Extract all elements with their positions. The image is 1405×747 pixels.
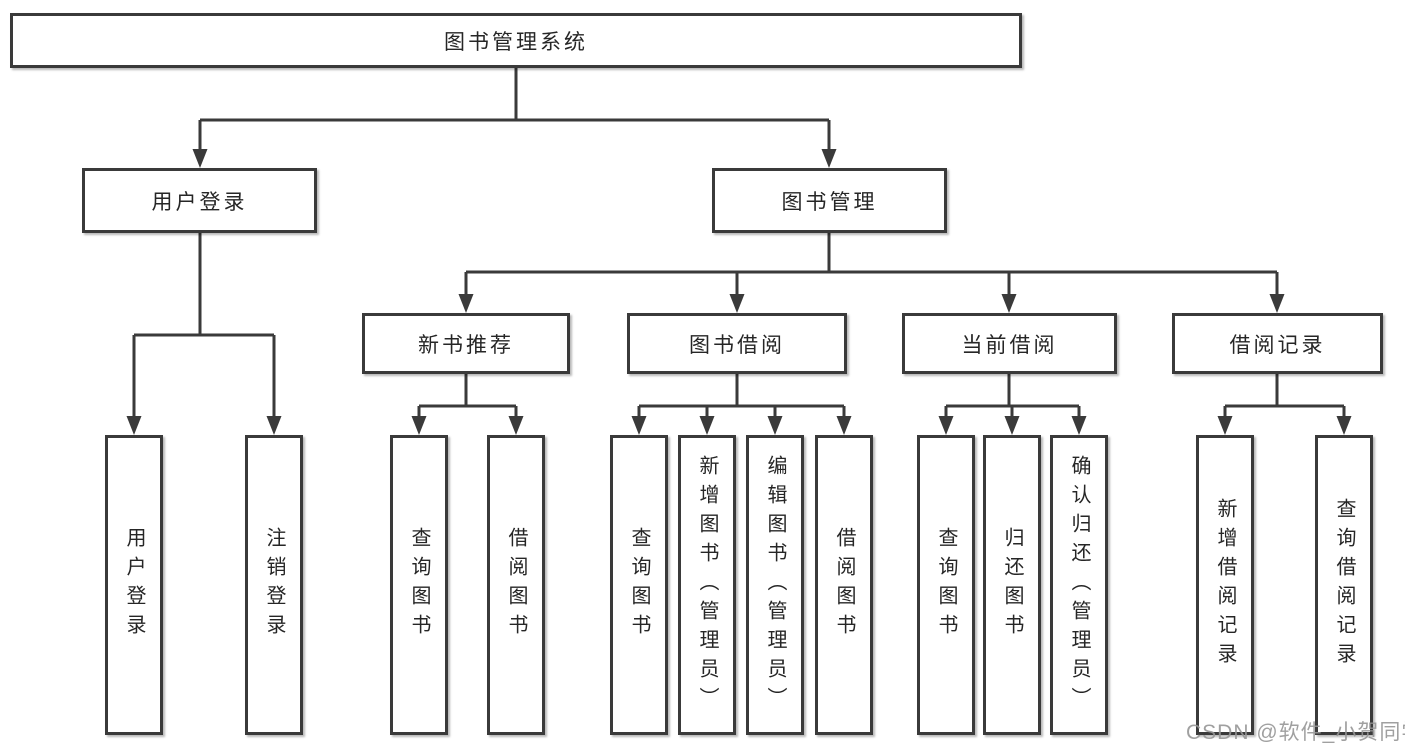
node-book-borrow-label: 图书借阅 (689, 333, 785, 357)
leaf-user-login-label: 用户登录 (123, 527, 145, 643)
csdn-watermark: CSDN @软件_小贺同学 (1186, 721, 1405, 744)
arrowhead-icon (1217, 416, 1233, 435)
leaf-current-query-books: 查询图书 (917, 435, 975, 735)
node-root-label: 图书管理系统 (444, 30, 588, 54)
arrowhead-icon (411, 416, 427, 435)
arrowhead-icon (699, 416, 715, 435)
arrowhead-icon (836, 416, 852, 435)
node-current-borrow: 当前借阅 (902, 313, 1117, 374)
leaf-records-add-record: 新增借阅记录 (1196, 435, 1254, 735)
arrowhead-icon (192, 149, 208, 168)
arrowhead-icon (631, 416, 647, 435)
node-user-login-label: 用户登录 (151, 190, 248, 214)
node-new-book-recommend: 新书推荐 (362, 313, 570, 374)
node-book-management-label: 图书管理 (781, 190, 878, 214)
leaf-user-login: 用户登录 (105, 435, 163, 735)
leaf-borrow-query-books-label: 查询图书 (628, 527, 650, 643)
arrowhead-icon (508, 416, 524, 435)
leaf-recommend-query-books: 查询图书 (390, 435, 448, 735)
leaf-borrow-borrow-books-label: 借阅图书 (833, 527, 855, 643)
leaf-current-return-books: 归还图书 (983, 435, 1041, 735)
node-borrow-records: 借阅记录 (1172, 313, 1383, 374)
leaf-borrow-edit-books-admin: 编辑图书（管理员） (746, 435, 804, 735)
arrowhead-icon (767, 416, 783, 435)
node-new-book-recommend-label: 新书推荐 (418, 333, 514, 357)
leaf-current-return-books-label: 归还图书 (1001, 527, 1023, 643)
leaf-records-query-record: 查询借阅记录 (1315, 435, 1373, 735)
leaf-borrow-edit-books-admin-label: 编辑图书（管理员） (764, 454, 786, 716)
leaf-current-confirm-return-admin: 确认归还（管理员） (1050, 435, 1108, 735)
leaf-records-add-record-label: 新增借阅记录 (1214, 498, 1236, 672)
leaf-borrow-borrow-books: 借阅图书 (815, 435, 873, 735)
leaf-logout-label: 注销登录 (263, 527, 285, 643)
leaf-recommend-query-books-label: 查询图书 (408, 527, 430, 643)
node-user-login: 用户登录 (82, 168, 317, 233)
arrowhead-icon (729, 294, 745, 313)
arrowhead-icon (821, 149, 837, 168)
leaf-recommend-borrow-books-label: 借阅图书 (505, 527, 527, 643)
arrowhead-icon (938, 416, 954, 435)
leaf-logout: 注销登录 (245, 435, 303, 735)
node-book-borrow: 图书借阅 (627, 313, 847, 374)
leaf-borrow-query-books: 查询图书 (610, 435, 668, 735)
leaf-recommend-borrow-books: 借阅图书 (487, 435, 545, 735)
arrowhead-icon (1269, 294, 1285, 313)
leaf-current-confirm-return-admin-label: 确认归还（管理员） (1068, 454, 1090, 716)
node-book-management: 图书管理 (712, 168, 947, 233)
arrowhead-icon (1004, 416, 1020, 435)
arrowhead-icon (1071, 416, 1087, 435)
node-root: 图书管理系统 (10, 13, 1022, 68)
arrowhead-icon (266, 416, 282, 435)
node-borrow-records-label: 借阅记录 (1229, 333, 1326, 357)
arrowhead-icon (1336, 416, 1352, 435)
leaf-current-query-books-label: 查询图书 (935, 527, 957, 643)
arrowhead-icon (458, 294, 474, 313)
arrowhead-icon (126, 416, 142, 435)
node-current-borrow-label: 当前借阅 (961, 333, 1058, 357)
leaf-borrow-add-books-admin: 新增图书（管理员） (678, 435, 736, 735)
leaf-borrow-add-books-admin-label: 新增图书（管理员） (696, 454, 718, 716)
leaf-records-query-record-label: 查询借阅记录 (1333, 498, 1355, 672)
arrowhead-icon (1001, 294, 1017, 313)
